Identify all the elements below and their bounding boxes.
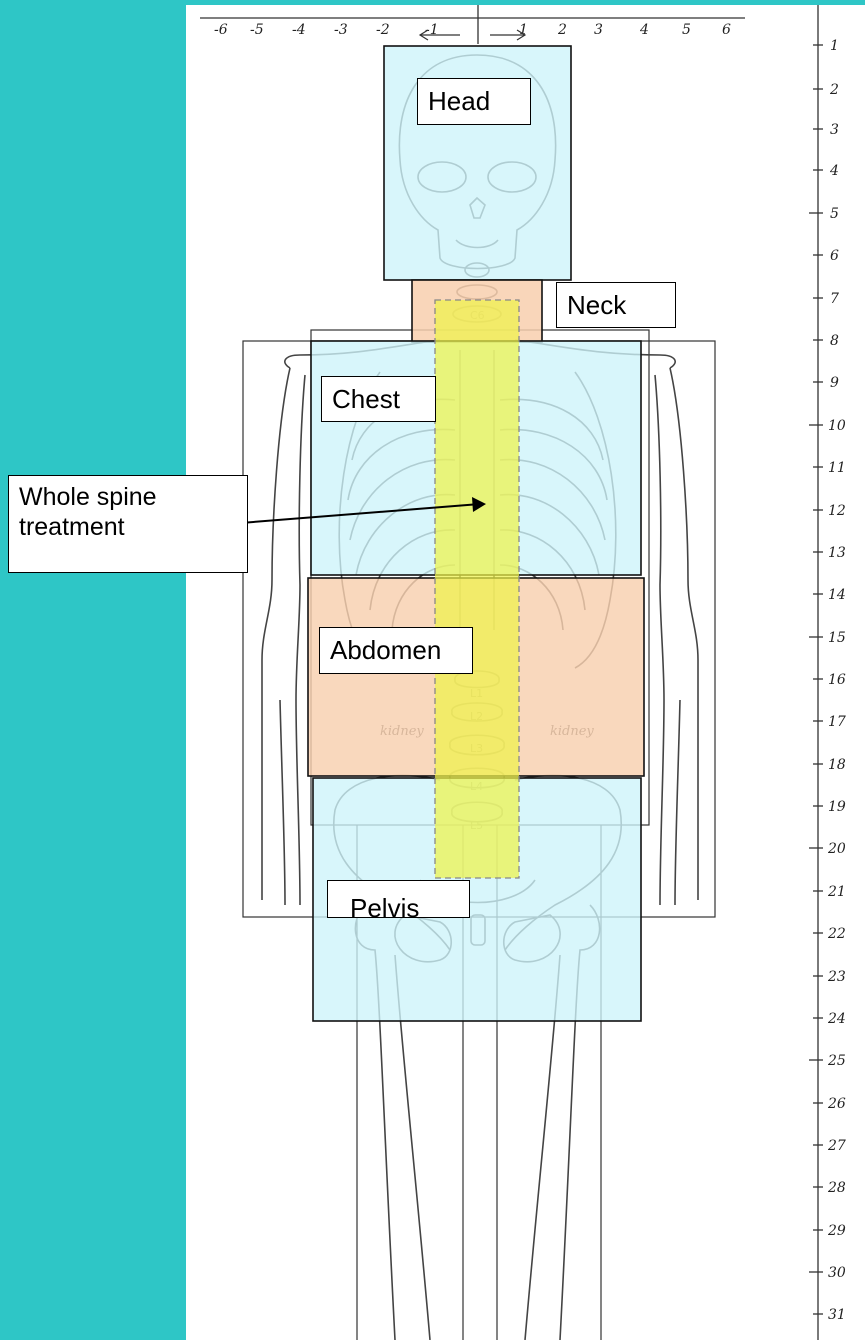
horizontal-ruler-labels: -6 -5 -4 -3 -2 -1 1 2 3 4 5 6 [214, 22, 731, 38]
v-tick: 9 [830, 375, 839, 391]
vertical-ruler-labels: 1 2 3 4 5 6 7 8 9 10 11 12 13 14 15 16 1… [827, 38, 846, 1323]
h-tick: -2 [376, 22, 390, 38]
v-tick: 23 [827, 969, 846, 985]
v-tick: 7 [830, 291, 839, 307]
v-tick: 18 [828, 757, 846, 773]
h-tick: 4 [639, 22, 649, 38]
v-tick: 8 [830, 333, 839, 349]
v-tick: 25 [827, 1053, 846, 1069]
v-tick: 13 [828, 545, 846, 561]
h-tick: -6 [214, 22, 228, 38]
v-tick: 28 [827, 1180, 846, 1196]
v-tick: 5 [830, 206, 839, 222]
horizontal-ruler [200, 5, 745, 44]
v-tick: 24 [827, 1011, 846, 1027]
h-tick: 5 [682, 22, 691, 38]
whole-spine-callout: Whole spine treatment [8, 475, 248, 573]
treatment-regions [308, 46, 644, 1021]
h-tick: 6 [722, 22, 731, 38]
v-tick: 3 [830, 122, 839, 138]
v-tick: 10 [828, 418, 846, 434]
v-tick: 29 [827, 1223, 846, 1239]
v-tick: 1 [830, 38, 839, 54]
neck-label: Neck [556, 282, 676, 328]
h-tick: -4 [292, 22, 306, 38]
v-tick: 19 [828, 799, 846, 815]
v-tick: 27 [827, 1138, 846, 1154]
pelvis-label: Pelvis [327, 880, 470, 918]
h-tick: -3 [334, 22, 348, 38]
abdomen-label: Abdomen [319, 627, 473, 674]
whole-spine-region [435, 300, 519, 878]
vertical-ruler [809, 5, 823, 1340]
v-tick: 22 [827, 926, 846, 942]
v-tick: 30 [828, 1265, 846, 1281]
v-tick: 14 [828, 587, 846, 603]
h-tick: 2 [557, 22, 567, 38]
chest-label: Chest [321, 376, 436, 422]
v-tick: 20 [827, 841, 846, 857]
v-tick: 4 [829, 163, 839, 179]
h-tick: 3 [594, 22, 603, 38]
v-tick: 6 [830, 248, 839, 264]
v-tick: 21 [827, 884, 846, 900]
v-tick: 16 [828, 672, 846, 688]
v-tick: 12 [828, 503, 846, 519]
h-tick: -5 [250, 22, 264, 38]
v-tick: 15 [828, 630, 846, 646]
head-label: Head [417, 78, 531, 125]
v-tick: 31 [828, 1307, 846, 1323]
v-tick: 2 [829, 82, 839, 98]
v-tick: 17 [828, 714, 846, 730]
v-tick: 26 [827, 1096, 846, 1112]
v-tick: 11 [828, 460, 846, 476]
